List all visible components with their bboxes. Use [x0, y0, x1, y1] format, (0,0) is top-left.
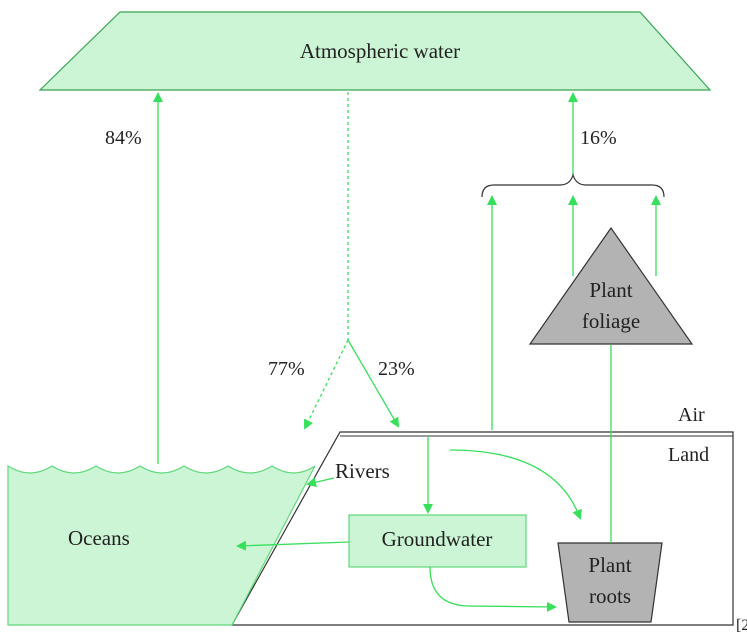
plant-roots-label-line2: roots: [589, 584, 631, 608]
precip-to-land-percent: 23%: [378, 358, 415, 380]
edge-fragment-text: [2: [736, 617, 747, 634]
land-evapotranspiration-percent: 16%: [580, 127, 617, 149]
oceans-label: Oceans: [68, 526, 130, 550]
plant-foliage-label-line1: Plant: [589, 278, 632, 302]
rivers-label: Rivers: [335, 459, 390, 483]
evapotranspiration-brace: [481, 172, 665, 198]
ocean-evaporation-percent: 84%: [105, 127, 142, 149]
groundwater-to-ocean-arrow: [236, 540, 350, 551]
plant-foliage-label-line2: foliage: [582, 309, 640, 333]
plant-roots-shape: [557, 542, 663, 623]
atmospheric-water-box: [38, 11, 712, 91]
precipitation-to-ocean-arrow: [304, 339, 349, 430]
groundwater-to-roots-arrow: [429, 566, 557, 612]
ocean-body: [7, 464, 316, 626]
precipitation-to-land-arrow: [347, 339, 400, 428]
land-label: Land: [668, 444, 709, 466]
air-label: Air: [678, 404, 705, 426]
precip-to-ocean-percent: 77%: [268, 358, 305, 380]
rivers-to-ocean-arrow: [306, 477, 335, 488]
atmospheric-water-label: Atmospheric water: [300, 39, 460, 63]
plant-foliage-triangle: [528, 226, 694, 345]
groundwater-label: Groundwater: [382, 527, 493, 551]
plant-roots-label-line1: Plant: [588, 553, 631, 577]
land-to-roots-arrow: [449, 449, 582, 520]
groundwater-box: [348, 514, 527, 568]
